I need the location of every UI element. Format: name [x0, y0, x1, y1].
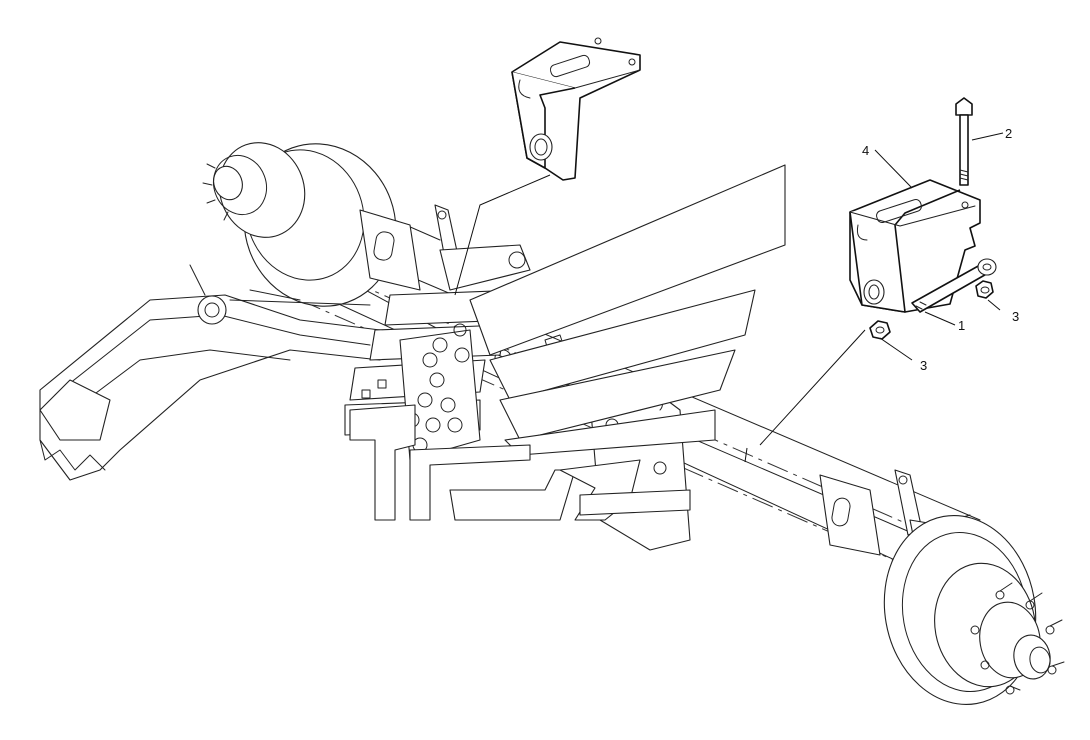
callout-3-left: 3 [920, 358, 927, 373]
callout-1: 1 [958, 318, 965, 333]
bracket-part-4 [849, 179, 981, 313]
nut-part-3-left [869, 320, 891, 340]
right-brake-drum [883, 514, 1065, 706]
leader-3-right [987, 299, 1001, 311]
callout-4: 4 [862, 143, 869, 158]
callout-labels: 4 2 3 1 3 [862, 126, 1019, 373]
leader-4 [874, 149, 913, 189]
callout-2: 2 [1005, 126, 1012, 141]
leader-3-left [879, 337, 913, 361]
leader-2 [971, 132, 1004, 141]
left-spring-seat [359, 204, 531, 291]
callout-3-right: 3 [1012, 309, 1019, 324]
chevron-plates [349, 164, 786, 521]
upper-exploded-bracket [511, 37, 641, 181]
leader-1 [924, 311, 956, 326]
bolt-part-1 [911, 258, 997, 313]
left-brake-drum [202, 142, 397, 307]
assembly-lines [454, 132, 1004, 463]
bolt-part-2 [955, 97, 973, 186]
left-trailing-arm [39, 264, 381, 481]
nut-part-3-right [975, 280, 994, 299]
